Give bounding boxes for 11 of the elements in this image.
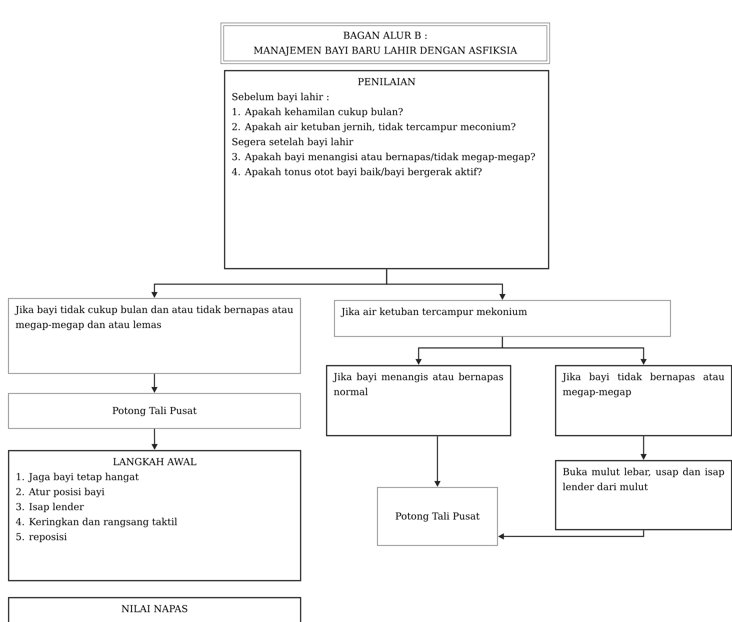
- step-box: Potong Tali Pusat: [8, 393, 301, 429]
- condition-box: Jika bayi menangis atau bernapas normal: [326, 365, 512, 436]
- step-box: NILAI NAPAS: [8, 597, 302, 622]
- condition-box: Jika bayi tidak cukup bulan dan atau tidak bernapas atau megap-megap dan atau lemas: [8, 298, 301, 374]
- step-box: Buka mulut lebar, usap dan isap lender dari mulut: [555, 460, 732, 530]
- steps-box: LANGKAH AWAL 1. Jaga bayi tetap hangat 2. Atur posisi bayi 3. Isap lender 4. Keringkan dan rangsang taktil 5. reposisi: [8, 450, 302, 582]
- condition-box: Jika air ketuban tercampur mekonium: [334, 300, 671, 337]
- step-box: Potong Tali Pusat: [377, 487, 498, 546]
- assessment-box: PENILAIAN Sebelum bayi lahir : 1. Apakah kehamilan cukup bulan? 2. Apakah air ketuban jernih, tidak tercampur meconium? Segera setelah bayi lahir 3. Apakah bayi menangisi atau bernapas/tidak megap-megap? 4. Apakah tonus otot bayi baik/bayi bergerak aktif?: [224, 70, 550, 270]
- title-box: BAGAN ALUR B : MANAJEMEN BAYI BARU LAHIR DENGAN ASFIKSIA: [220, 22, 550, 64]
- condition-box: Jika bayi tidak bernapas atau megap-megap: [555, 365, 732, 436]
